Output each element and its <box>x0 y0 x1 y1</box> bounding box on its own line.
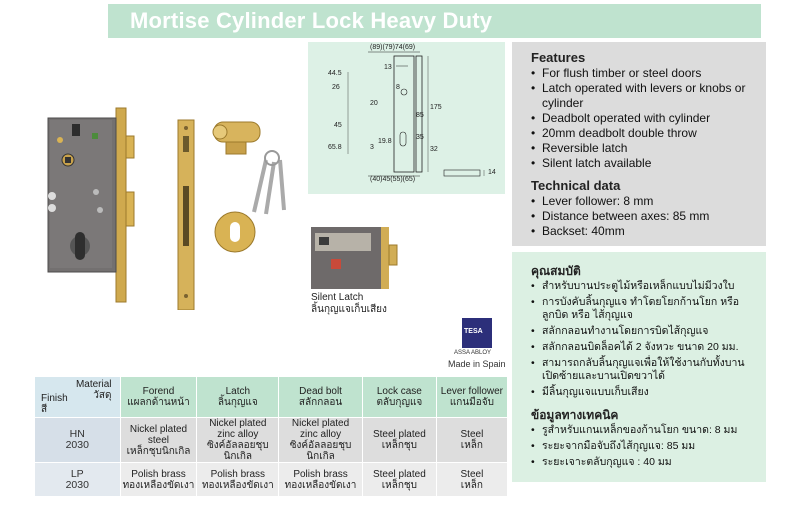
technical-heading: Technical data <box>531 178 621 193</box>
dim-label: 65.8 <box>328 144 342 151</box>
page-title: Mortise Cylinder Lock Heavy Duty <box>130 8 493 33</box>
finish-cell: LP 2030 <box>34 462 121 497</box>
table-cell: Polish brass ทองเหลืองขัดเงา <box>196 462 280 497</box>
silent-latch-photo <box>311 227 398 289</box>
column-header: Lock case ตลับกุญแจ <box>361 376 437 418</box>
thai-feature-item: สลักกลอนบิดล็อคได้ 2 จังหวะ ขนาด 20 มม. <box>528 341 760 354</box>
dim-label: 19.8 <box>378 138 392 145</box>
dim-label: 14 <box>488 169 496 176</box>
silent-latch-caption: Silent Latch ลิ้นกุญแจเก็บเสียง <box>311 292 387 316</box>
thai-feature-item: การบังคับลิ้นกุญแจ ทำโดยโยกก้านโยก หรือล… <box>528 296 760 322</box>
title-bar: Mortise Cylinder Lock Heavy Duty <box>108 4 761 38</box>
thai-technical-item: ระยะเจาะตลับกุญแจ : 40 มม <box>528 456 760 469</box>
table-header-row: Material วัสดุ Finish สี Forend แผลกด้าน… <box>34 376 509 418</box>
thai-feature-item: สลักกลอนทำงานโดยการบิดไส้กุญแจ <box>528 325 760 338</box>
thai-technical-heading: ข้อมูลทางเทคนิค <box>531 408 619 422</box>
table-cell: Nickel plated steel เหล็กชุบนิกเกิล <box>119 417 198 463</box>
dim-label: 26 <box>332 84 340 91</box>
feature-item: Silent latch available <box>528 156 758 171</box>
table-cell: Nickel plated zinc alloy ซิงค์อัลลอยชุบน… <box>278 417 363 463</box>
feature-item: For flush timber or steel doors <box>528 66 758 81</box>
dim-label: 35 <box>416 134 424 141</box>
dim-label: 45 <box>334 122 342 129</box>
tesa-logo-text: TESA <box>464 328 483 335</box>
thai-technical-list: รูสำหรับแกนเหล็กของก้านโยก ขนาด: 8 มม ระ… <box>528 424 760 472</box>
dim-label: 175 <box>430 104 442 111</box>
silent-latch-label: Silent Latch <box>311 292 364 303</box>
thai-technical-item: รูสำหรับแกนเหล็กของก้านโยก ขนาด: 8 มม <box>528 424 760 437</box>
feature-item: 20mm deadbolt double throw <box>528 126 758 141</box>
dim-label: 8 <box>396 84 400 91</box>
feature-item: Reversible latch <box>528 141 758 156</box>
column-header: Lever follower แกนมือจับ <box>435 376 509 418</box>
table-cell: Steel เหล็ก <box>435 462 509 497</box>
thai-features-list: สำหรับบานประตูไม้หรือเหล็กแบบไม่มีวงใบ ก… <box>528 280 760 402</box>
table-row: LP 2030 Polish brass ทองเหลืองขัดเงา Pol… <box>34 462 509 497</box>
technical-item: Lever follower: 8 mm <box>528 194 758 209</box>
silent-latch-label-th: ลิ้นกุญแจเก็บเสียง <box>311 304 387 315</box>
column-header: Latch ลิ้นกุญแจ <box>196 376 280 418</box>
table-cell: Steel เหล็ก <box>435 417 509 463</box>
feature-item: Latch operated with levers or knobs or c… <box>528 81 758 111</box>
thai-feature-item: สำหรับบานประตูไม้หรือเหล็กแบบไม่มีวงใบ <box>528 280 760 293</box>
table-row: HN 2030 Nickel plated steel เหล็กชุบนิกเ… <box>34 417 509 463</box>
spec-table: Material วัสดุ Finish สี Forend แผลกด้าน… <box>34 376 509 497</box>
features-panel: Features For flush timber or steel doors… <box>512 42 766 246</box>
technical-list: Lever follower: 8 mm Distance between ax… <box>528 194 758 239</box>
feature-item: Deadbolt operated with cylinder <box>528 111 758 126</box>
assa-abloy-text: ASSA ABLOY <box>454 350 492 356</box>
table-cell: Polish brass ทองเหลืองขัดเงา <box>119 462 198 497</box>
finish-cell: HN 2030 <box>34 417 121 463</box>
table-corner-cell: Material วัสดุ Finish สี <box>34 376 121 418</box>
thai-feature-item: สามารถกลับลิ้นกุญแจเพื่อให้ใช้งานกับทั้ง… <box>528 357 760 383</box>
table-cell: Nickel plated zinc alloy ซิงค์อัลลอยชุบน… <box>196 417 280 463</box>
thai-features-panel: คุณสมบัติ สำหรับบานประตูไม้หรือเหล็กแบบไ… <box>512 252 766 482</box>
features-heading: Features <box>531 50 586 65</box>
material-label: Material <box>75 379 112 390</box>
dim-top: (89)(79)74(69) <box>370 44 416 51</box>
dim-bottom: (40)45(55)(65) <box>370 176 416 183</box>
finish-label: Finish <box>41 393 68 404</box>
table-cell: Steel plated เหล็กชุบ <box>361 417 437 463</box>
finish-label-th: สี <box>41 404 48 415</box>
cylinder-hole <box>75 232 85 260</box>
thai-features-heading: คุณสมบัติ <box>531 264 581 278</box>
dim-label: 20 <box>370 100 378 107</box>
thai-feature-item: มีลิ้นกุญแจแบบเก็บเสียง <box>528 386 760 399</box>
dim-label: 32 <box>430 146 438 153</box>
product-photo <box>47 107 286 310</box>
technical-item: Backset: 40mm <box>528 224 758 239</box>
column-header: Dead bolt สลักกลอน <box>278 376 363 418</box>
material-label-th: วัสดุ <box>93 390 112 401</box>
features-list: For flush timber or steel doors Latch op… <box>528 66 758 171</box>
made-in-spain: Made in Spain <box>448 359 506 369</box>
technical-drawing: (89)(79)74(69) 13 44.5 26 8 20 45 65.8 1… <box>308 42 505 194</box>
forend-plate <box>115 107 127 303</box>
dim-label: 3 <box>370 144 374 151</box>
dim-label: 44.5 <box>328 70 342 77</box>
keys <box>252 159 286 215</box>
thai-technical-item: ระยะจากมือจับถึงไส้กุญแจ: 85 มม <box>528 440 760 453</box>
tesa-logo: TESA <box>462 318 492 348</box>
technical-item: Distance between axes: 85 mm <box>528 209 758 224</box>
column-header: Forend แผลกด้านหน้า <box>119 376 198 418</box>
table-cell: Steel plated เหล็กชุบ <box>361 462 437 497</box>
dim-label: 85 <box>416 112 424 119</box>
table-cell: Polish brass ทองเหลืองขัดเงา <box>278 462 363 497</box>
dim-label: 13 <box>384 64 392 71</box>
